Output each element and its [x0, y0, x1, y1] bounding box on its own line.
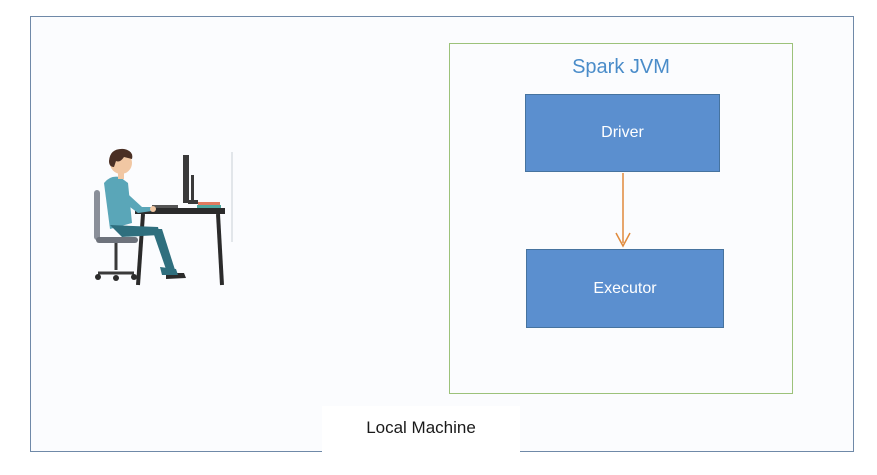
- driver-node: Driver: [525, 94, 720, 172]
- driver-label: Driver: [601, 124, 644, 141]
- local-machine-label-background: [322, 406, 520, 452]
- spark-jvm-box: [449, 43, 793, 394]
- local-machine-label: Local Machine: [366, 418, 476, 437]
- person-at-computer-icon: [94, 148, 225, 286]
- spark-jvm-title: Spark JVM: [572, 56, 670, 78]
- executor-label: Executor: [593, 279, 657, 297]
- local-machine-box: [30, 16, 854, 452]
- executor-node: Executor: [526, 249, 724, 328]
